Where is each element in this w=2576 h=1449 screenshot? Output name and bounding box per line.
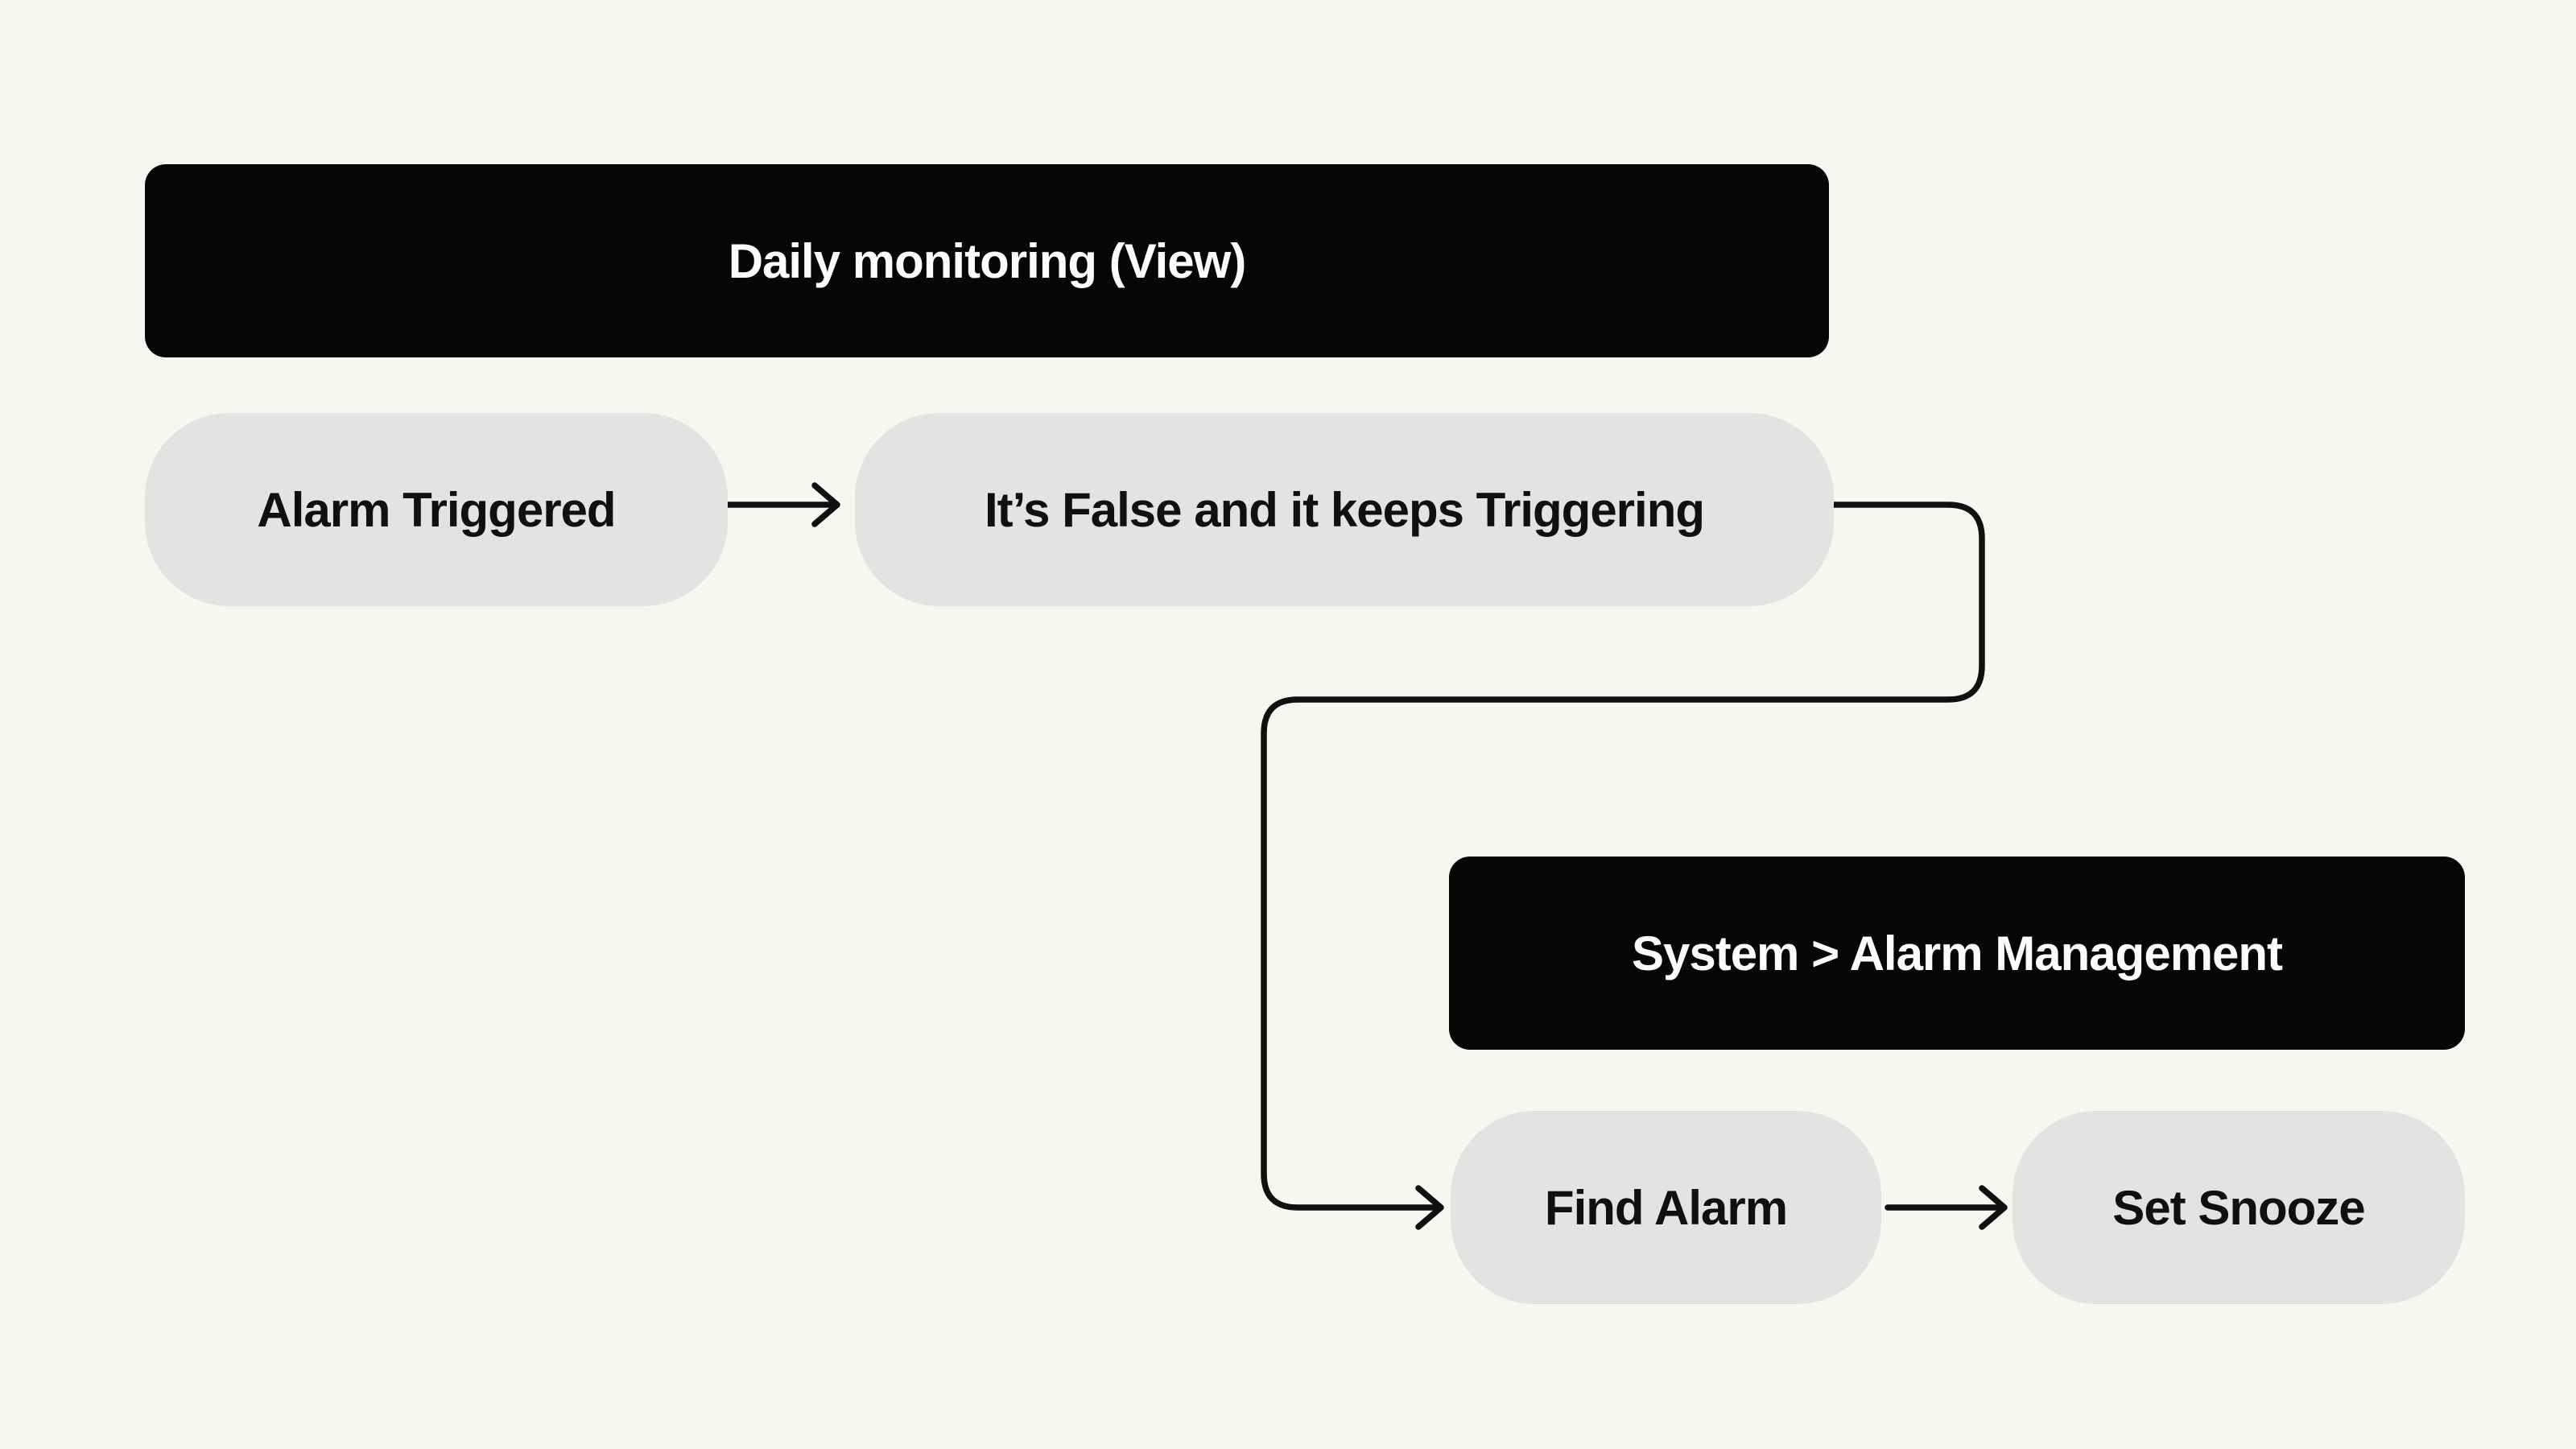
edge-false-to-find-line (1261, 502, 1985, 1211)
flow-node-system-alarm-management: System > Alarm Management (1449, 857, 2465, 1050)
flow-node-find-alarm: Find Alarm (1451, 1111, 1881, 1304)
node-text: System > Alarm Management (1631, 926, 2283, 980)
flow-node-set-snooze: Set Snooze (2013, 1111, 2465, 1304)
edge-find-to-snooze-arrowhead-icon (1979, 1185, 2008, 1230)
node-text: Set Snooze (2112, 1180, 2365, 1235)
flow-node-daily-monitoring: Daily monitoring (View) (145, 164, 1829, 357)
node-text: Find Alarm (1544, 1180, 1788, 1235)
edge-false-to-find-arrowhead-icon (1415, 1185, 1444, 1230)
node-text: It’s False and it keeps Triggering (984, 482, 1705, 537)
flow-node-false-keeps-triggering: It’s False and it keeps Triggering (855, 413, 1834, 606)
edge-alarm-to-false-arrowhead-icon (811, 482, 840, 527)
flow-node-alarm-triggered: Alarm Triggered (145, 413, 728, 606)
node-text: Daily monitoring (View) (728, 233, 1247, 288)
node-text: Alarm Triggered (257, 482, 616, 537)
